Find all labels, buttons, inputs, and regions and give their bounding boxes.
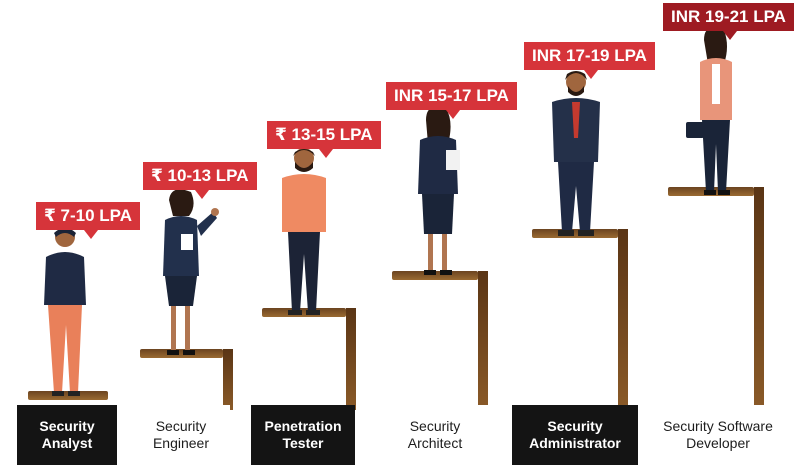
step-6 bbox=[668, 187, 764, 410]
role-label-text: Security Analyst bbox=[39, 418, 95, 451]
step-3 bbox=[262, 308, 356, 410]
step-4 bbox=[392, 271, 488, 410]
role-label-security-software-developer: Security Software Developer bbox=[648, 405, 788, 465]
role-label-security-architect: Security Architect bbox=[380, 405, 490, 465]
person-security-software-developer bbox=[686, 27, 732, 195]
salary-badge-security-software-developer: INR 19-21 LPA bbox=[663, 3, 794, 40]
person-security-administrator bbox=[552, 71, 600, 236]
salary-badge-security-architect: INR 15-17 LPA bbox=[386, 82, 517, 119]
role-label-security-analyst: Security Analyst bbox=[17, 405, 117, 465]
step-5 bbox=[532, 229, 628, 410]
salary-badge-security-engineer: ₹ 10-13 LPA bbox=[143, 162, 257, 199]
role-label-text: Security Software Developer bbox=[663, 418, 773, 451]
role-label-text: Security Administrator bbox=[529, 418, 621, 451]
person-penetration-tester bbox=[282, 148, 326, 315]
role-label-security-administrator: Security Administrator bbox=[512, 405, 638, 465]
role-label-penetration-tester: Penetration Tester bbox=[251, 405, 355, 465]
salary-badge-security-administrator: INR 17-19 LPA bbox=[524, 42, 655, 79]
person-security-engineer bbox=[163, 189, 219, 355]
role-label-security-engineer: Security Engineer bbox=[132, 405, 230, 465]
role-label-text: Security Engineer bbox=[152, 418, 210, 451]
salary-badge-security-analyst: ₹ 7-10 LPA bbox=[36, 202, 141, 239]
salary-badge-penetration-tester: ₹ 13-15 LPA bbox=[267, 121, 381, 158]
person-security-architect bbox=[418, 106, 460, 275]
role-label-text: Penetration Tester bbox=[264, 418, 342, 451]
step-2 bbox=[140, 349, 233, 410]
person-security-analyst bbox=[44, 227, 86, 396]
role-label-text: Security Architect bbox=[407, 418, 463, 451]
